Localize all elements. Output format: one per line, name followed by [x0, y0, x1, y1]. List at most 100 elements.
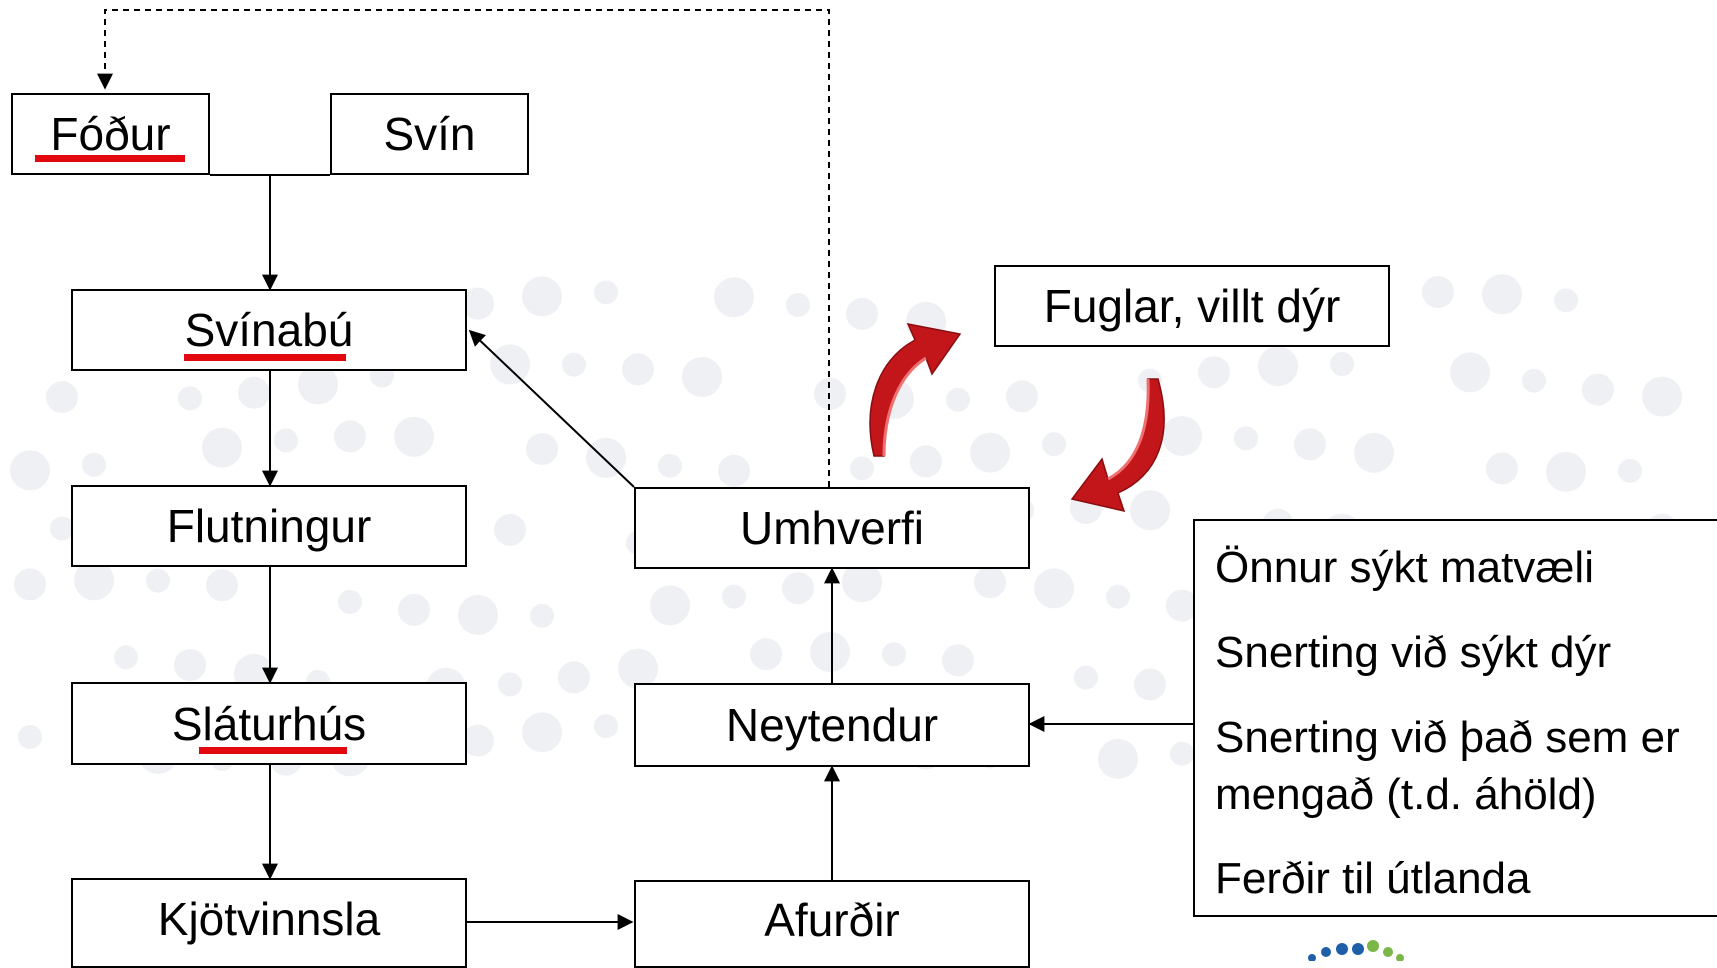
background-dot — [146, 568, 170, 593]
background-dot — [718, 454, 750, 487]
background-dot — [74, 560, 114, 601]
dashed-feedback-line — [97, 9, 830, 487]
background-dot — [1422, 276, 1454, 309]
background-dot — [1042, 432, 1066, 457]
node-fodur-label: Fóður — [50, 108, 171, 160]
background-dot — [650, 585, 690, 626]
source-item: Ferðir til útlanda — [1215, 854, 1531, 903]
node-umhverfi-label: Umhverfi — [739, 502, 925, 554]
background-dot — [462, 724, 494, 757]
background-dot — [174, 648, 206, 681]
dotted-logo — [1308, 940, 1404, 961]
background-dot — [558, 661, 590, 694]
background-dot — [722, 584, 746, 609]
background-dot — [910, 445, 942, 478]
background-dot — [1354, 432, 1394, 473]
background-dot — [18, 724, 42, 749]
background-dot — [178, 386, 202, 411]
node-svinabu-label: Svínabú — [184, 304, 354, 356]
node-flutningur: Flutningur — [71, 485, 467, 567]
background-dot — [594, 714, 618, 739]
background-dot — [1098, 738, 1138, 779]
background-dot — [974, 566, 1006, 599]
node-neytendur: Neytendur — [634, 683, 1030, 767]
background-dot — [1482, 274, 1522, 315]
source-item: Snerting við sýkt dýr — [1215, 628, 1612, 677]
background-dot — [810, 632, 850, 673]
background-dot — [1546, 451, 1586, 492]
node-slaturhus-label: Sláturhús — [171, 697, 367, 750]
background-dot — [882, 642, 906, 667]
node-kjotvinnsla-label: Kjötvinnsla — [157, 893, 381, 945]
background-dot — [498, 672, 522, 697]
node-afurdir-label: Afurðir — [764, 894, 900, 946]
background-dot — [462, 287, 494, 320]
source-item: Önnur sýkt matvæli — [1215, 543, 1594, 592]
source-item: Snerting við það sem er mengað (t.d. áhö… — [1215, 713, 1680, 819]
node-fodur: Fóður — [11, 93, 210, 175]
background-dot — [1642, 376, 1682, 417]
background-dot — [586, 437, 626, 478]
connector-umhverfi-svinabu — [468, 329, 635, 488]
background-dot — [206, 569, 238, 602]
background-dot — [202, 427, 242, 468]
node-fuglar: Fuglar, villt dýr — [994, 265, 1390, 347]
background-dot — [786, 292, 810, 317]
infection-sources-box: Önnur sýkt matvæli Snerting við sýkt dýr… — [1193, 519, 1717, 917]
background-dot — [594, 280, 618, 305]
background-dot — [1006, 380, 1038, 413]
background-dot — [1450, 352, 1490, 393]
background-dot — [846, 297, 878, 330]
background-dot — [530, 603, 554, 628]
node-svin-label: Svín — [383, 108, 476, 160]
node-svinabu: Svínabú — [71, 289, 467, 371]
background-dot — [1258, 346, 1298, 387]
node-neytendur-label: Neytendur — [725, 699, 939, 751]
background-dot — [1234, 426, 1258, 451]
background-dot — [714, 277, 754, 318]
background-dot — [1554, 288, 1578, 313]
background-dot — [1106, 584, 1130, 609]
background-dot — [1294, 428, 1326, 461]
background-dot — [658, 453, 682, 478]
background-dot — [622, 353, 654, 386]
curved-arrow-up-icon — [869, 322, 962, 457]
background-dot — [970, 432, 1010, 473]
node-umhverfi: Umhverfi — [634, 487, 1030, 569]
background-dot — [490, 344, 530, 385]
background-dot — [1486, 452, 1518, 485]
underline-slaturhus — [199, 747, 347, 754]
background-dot — [1330, 352, 1354, 377]
background-dot — [526, 432, 558, 465]
background-dot — [114, 645, 138, 670]
underline-svinabu — [184, 354, 346, 361]
background-dot — [1074, 665, 1098, 690]
underline-fodur — [35, 155, 185, 162]
node-kjotvinnsla: Kjötvinnsla — [71, 878, 467, 968]
background-dot — [298, 364, 338, 405]
background-dot — [458, 594, 498, 635]
background-dot — [562, 352, 586, 377]
background-dot — [782, 572, 814, 605]
node-flutningur-label: Flutningur — [166, 500, 372, 552]
background-dot — [1618, 458, 1642, 483]
node-svin: Svín — [330, 93, 529, 175]
background-dot — [46, 381, 78, 414]
background-dot — [1198, 356, 1230, 389]
background-dot — [1166, 589, 1198, 622]
node-slaturhus: Sláturhús — [71, 682, 467, 765]
background-dot — [1582, 373, 1614, 406]
background-dot — [750, 638, 782, 671]
background-dot — [14, 568, 46, 601]
background-dot — [1522, 368, 1546, 393]
background-dot — [394, 416, 434, 457]
node-fuglar-label: Fuglar, villt dýr — [1043, 280, 1341, 332]
background-dot — [1170, 741, 1194, 766]
background-dot — [274, 428, 298, 453]
background-dot — [338, 589, 362, 614]
background-dot — [1134, 668, 1166, 701]
background-dot — [942, 644, 974, 677]
background-dot — [398, 593, 430, 626]
curved-arrow-down-icon — [1070, 378, 1165, 513]
